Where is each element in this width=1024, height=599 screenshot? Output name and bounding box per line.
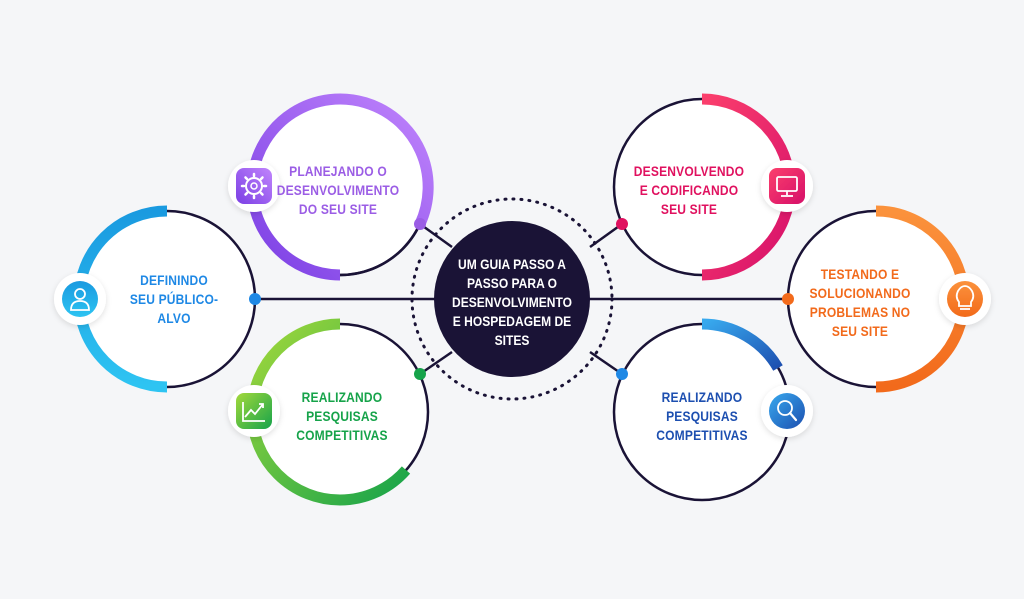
connector-dot-purple [414,218,426,230]
connector-dot-green [414,368,426,380]
ring-planejando [246,93,434,281]
step-label-pesquisas-right: REALIZANDO PESQUISAS COMPETITIVAS [656,388,748,443]
lightbulb-icon [939,273,991,325]
connector-dot-blue [249,293,261,305]
user-icon [54,273,106,325]
chart-up-icon [228,385,280,437]
connector-dot-orange [782,293,794,305]
ring-pesquisas-right [612,318,792,502]
center-node [410,197,614,401]
step-label-pesquisas-left: REALIZANDO PESQUISAS COMPETITIVAS [296,388,388,443]
step-label-desenvolvendo: DESENVOLVENDO E CODIFICANDO SEU SITE [633,162,745,217]
step-label-testando: TESTANDO E SOLUCIONANDO PROBLEMAS NO SEU… [809,266,911,339]
connector-dot-pink [616,218,628,230]
step-label-planejando: PLANEJANDO O DESENVOLVIMENTO DO SEU SITE [276,162,400,217]
search-icon [761,385,813,437]
step-label-definindo: DEFININDO SEU PÚBLICO-ALVO [129,271,219,326]
connector-bottom-left [419,350,453,376]
connector-dot-navy [616,368,628,380]
monitor-icon [761,160,813,212]
gear-icon [228,160,280,212]
center-title: UM GUIA PASSO A PASSO PARA O DESENVOLVIM… [452,255,572,348]
connector-bottom-right [589,350,623,376]
